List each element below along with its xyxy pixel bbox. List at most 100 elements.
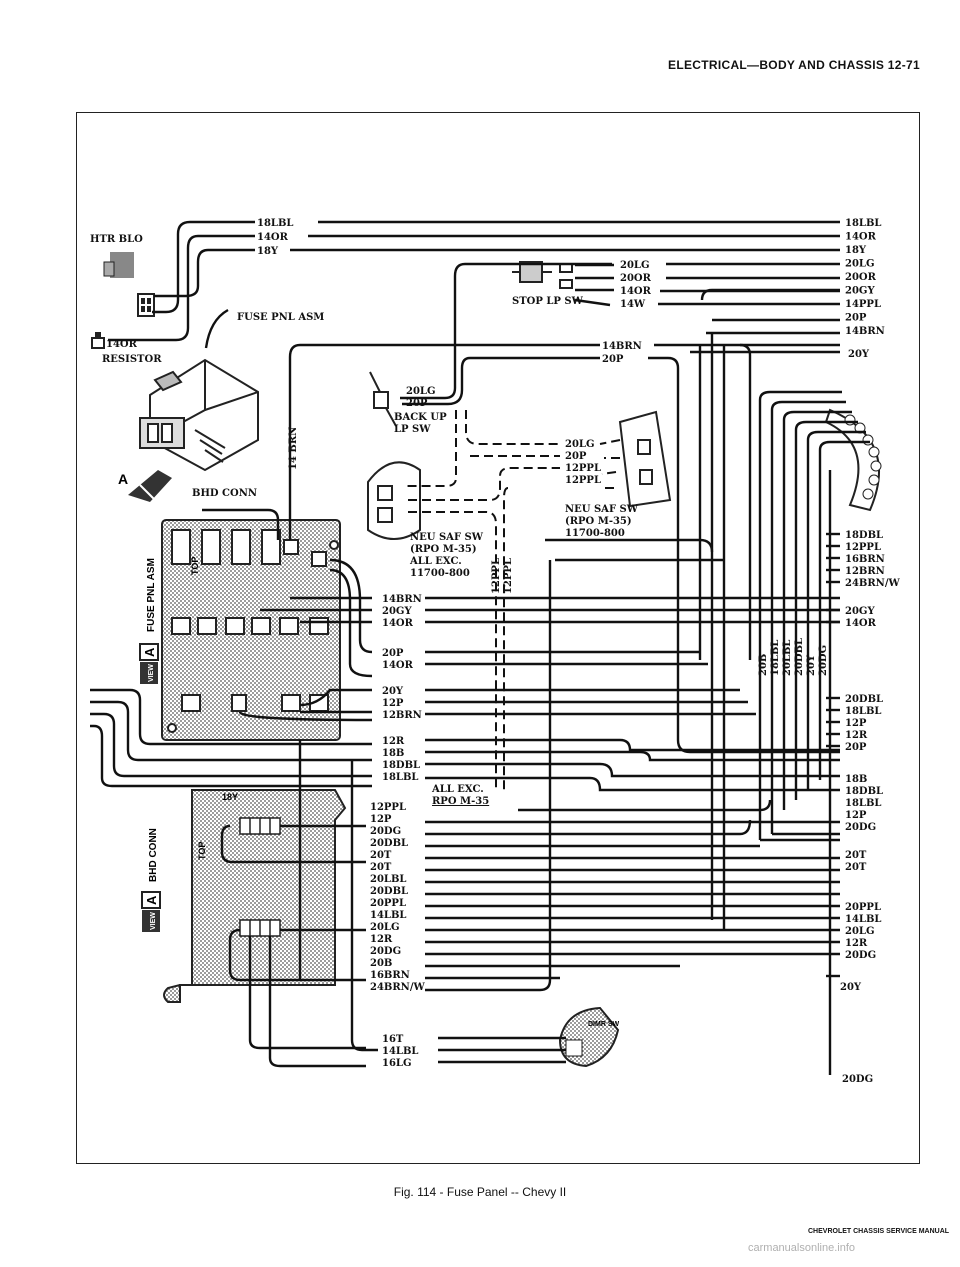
vertical-wire-label-4: 20Y bbox=[806, 654, 817, 676]
right1-wire-label-1: 14OR bbox=[845, 232, 877, 243]
bhd-wire-label-6: 20LBL bbox=[370, 874, 406, 885]
neu-saf-right-1: NEU SAF SW bbox=[565, 504, 639, 515]
fuse-top-label: TOP bbox=[190, 557, 200, 575]
page-footer: CHEVROLET CHASSIS SERVICE MANUAL bbox=[808, 1228, 950, 1235]
right4-wire-label-3: 12R bbox=[845, 730, 868, 741]
right7-wire-label-4: 20DG bbox=[845, 950, 876, 961]
neu-saf-sw-right-icon bbox=[618, 410, 672, 508]
bhd-wire-label-8: 20PPL bbox=[370, 898, 406, 909]
fuse-left1-label-2: 14OR bbox=[382, 618, 414, 629]
saf-wire-label-3: 12PPL bbox=[565, 475, 601, 486]
mid-wire-label-1: 20P bbox=[602, 354, 624, 365]
right4-wire-label-4: 20P bbox=[845, 742, 867, 753]
right6-wire-label-1: 20T bbox=[845, 862, 867, 873]
dimr-wire-label-1: 14LBL bbox=[382, 1046, 418, 1057]
neu-saf-left-1: NEU SAF SW bbox=[410, 532, 484, 543]
fuse-left2-label-1: 14OR bbox=[382, 660, 414, 671]
right1-wire-label-6: 14PPL bbox=[845, 299, 881, 310]
right2-wire-label-1: 12PPL bbox=[845, 542, 881, 553]
right-20y-label: 20Y bbox=[848, 349, 870, 360]
main-connector-icon bbox=[824, 408, 882, 512]
right2-wire-label-4: 24BRN/W bbox=[845, 578, 900, 589]
top-wire-label-1: 14OR bbox=[257, 232, 289, 243]
right4-wire-label-2: 12P bbox=[845, 718, 867, 729]
right-20y-b-label: 20Y bbox=[840, 982, 862, 993]
right7-wire-label-3: 12R bbox=[845, 938, 868, 949]
view-a-bhd-label: VIEW A BHD CONN bbox=[141, 828, 161, 932]
resistor-label: RESISTOR bbox=[102, 354, 162, 365]
backup-wire-label-1: 20P bbox=[406, 398, 428, 409]
right2-wire-label-2: 16BRN bbox=[845, 554, 885, 565]
bhd-wire-label-7: 20DBL bbox=[370, 886, 408, 897]
right7-wire-label-1: 14LBL bbox=[845, 914, 881, 925]
right1-wire-label-4: 20OR bbox=[845, 272, 877, 283]
bhd-wire-label-3: 20DBL bbox=[370, 838, 408, 849]
bhd-wire-label-4: 20T bbox=[370, 850, 392, 861]
fuse-left3-label-1: 12P bbox=[382, 698, 404, 709]
saf-wire-label-0: 20LG bbox=[565, 439, 595, 450]
watermark: carmanualsonline.info bbox=[748, 1242, 856, 1254]
right2-wire-label-3: 12BRN bbox=[845, 566, 885, 577]
vertical-wire-label-0: 20B bbox=[758, 654, 769, 676]
svg-text:VIEW: VIEW bbox=[150, 912, 157, 930]
stop-wire-label-0: 20LG bbox=[620, 260, 650, 271]
resistor-wire-label: 14OR bbox=[106, 339, 138, 350]
right1-wire-label-5: 20GY bbox=[845, 286, 875, 297]
stop-wire-label-1: 20OR bbox=[620, 273, 652, 284]
svg-text:A: A bbox=[142, 647, 157, 657]
figure-caption: Fig. 114 - Fuse Panel -- Chevy II bbox=[393, 1185, 567, 1199]
bhd-conn-label: BHD CONN bbox=[192, 488, 257, 499]
bhd-wire-label-1: 12P bbox=[370, 814, 392, 825]
svg-text:BHD CONN: BHD CONN bbox=[148, 828, 159, 882]
fuse-left4-label-3: 18LBL bbox=[382, 772, 418, 783]
neu-saf-right-3: 11700-800 bbox=[565, 528, 625, 539]
right5-wire-label-4: 20DG bbox=[845, 822, 876, 833]
right5-wire-label-0: 18B bbox=[845, 774, 867, 785]
neu-saf-right-2: (RPO M-35) bbox=[565, 516, 632, 527]
stop-lp-sw-label: STOP LP SW bbox=[512, 296, 584, 307]
vertical-ppl-label-1: 12PPL bbox=[503, 558, 514, 594]
page-header: ELECTRICAL—BODY AND CHASSIS 12-71 bbox=[668, 58, 920, 72]
neu-saf-left-4: 11700-800 bbox=[410, 568, 470, 579]
fuse-panel-cells bbox=[167, 529, 339, 733]
htr-blo-label: HTR BLO bbox=[90, 234, 143, 245]
fuse-panel-drawing bbox=[139, 358, 259, 472]
right7-wire-label-2: 20LG bbox=[845, 926, 875, 937]
vertical-wire-label-5: 20DG bbox=[818, 645, 829, 676]
bhd-conn-pins bbox=[239, 817, 281, 937]
right2-wire-label-0: 18DBL bbox=[845, 530, 883, 541]
backup-sw-label-1: BACK UP bbox=[394, 412, 447, 423]
right1-wire-label-0: 18LBL bbox=[845, 218, 881, 229]
fuse-left1-label-0: 14BRN bbox=[382, 594, 422, 605]
right1-wire-label-8: 14BRN bbox=[845, 326, 885, 337]
bhd-18y-label: 18Y bbox=[222, 792, 238, 802]
right4-wire-label-1: 18LBL bbox=[845, 706, 881, 717]
fuse-left1-label-1: 20GY bbox=[382, 606, 412, 617]
dimr-label: DIMR SW bbox=[588, 1021, 620, 1028]
fuse-left3-label-0: 20Y bbox=[382, 686, 404, 697]
bhd-wire-label-9: 14LBL bbox=[370, 910, 406, 921]
view-a-letter: A bbox=[118, 471, 128, 487]
right7-wire-label-0: 20PPL bbox=[845, 902, 881, 913]
vertical-wire-label-1: 18LBL bbox=[770, 640, 781, 676]
right3-wire-label-1: 14OR bbox=[845, 618, 877, 629]
right-20dg-label: 20DG bbox=[842, 1074, 873, 1085]
right1-wire-label-7: 20P bbox=[845, 313, 867, 324]
bhd-wire-label-2: 20DG bbox=[370, 826, 401, 837]
right5-wire-label-1: 18DBL bbox=[845, 786, 883, 797]
saf-wire-label-2: 12PPL bbox=[565, 463, 601, 474]
right1-wire-label-3: 20LG bbox=[845, 259, 875, 270]
stop-wire-label-2: 14OR bbox=[620, 286, 652, 297]
right1-wire-label-2: 18Y bbox=[845, 245, 867, 256]
neu-saf-left-3: ALL EXC. bbox=[409, 556, 462, 567]
fuse-left2-label-0: 20P bbox=[382, 648, 404, 659]
bhd-wire-label-0: 12PPL bbox=[370, 802, 406, 813]
vertical-ppl-label-0: 12PPL bbox=[491, 558, 502, 594]
saf-wire-label-1: 20P bbox=[565, 451, 587, 462]
svg-text:A: A bbox=[144, 895, 159, 905]
right3-wire-label-0: 20GY bbox=[845, 606, 875, 617]
bhd-wire-label-15: 24BRN/W bbox=[370, 982, 425, 993]
mid-wire-label-0: 14BRN bbox=[602, 341, 642, 352]
heater-blower-icon bbox=[103, 252, 155, 317]
right5-wire-label-2: 18LBL bbox=[845, 798, 881, 809]
